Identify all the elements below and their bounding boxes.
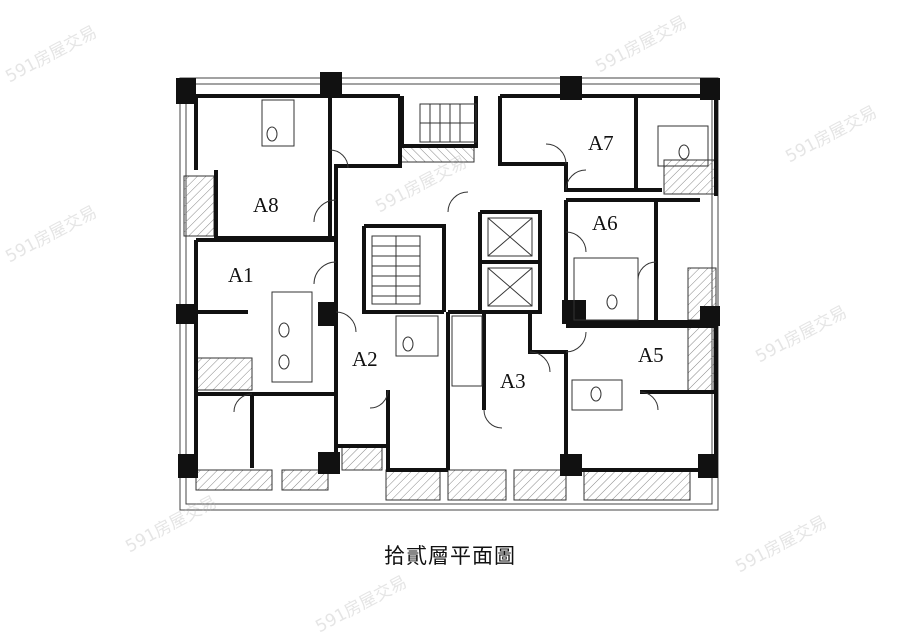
balconies [183, 145, 717, 501]
elevators [487, 217, 533, 307]
unit-label-a7: A7 [588, 131, 614, 155]
unit-label-a8: A8 [253, 193, 279, 217]
unit-label-a3: A3 [500, 369, 526, 393]
unit-label-a6: A6 [592, 211, 618, 235]
stairs [371, 103, 477, 305]
floor-plan-caption: 拾貳層平面圖 [384, 544, 516, 568]
unit-label-a1: A1 [228, 263, 254, 287]
unit-label-a2: A2 [352, 347, 378, 371]
fixtures [261, 99, 709, 411]
doors [233, 143, 659, 429]
unit-label-a5: A5 [638, 343, 664, 367]
columns [176, 72, 720, 478]
